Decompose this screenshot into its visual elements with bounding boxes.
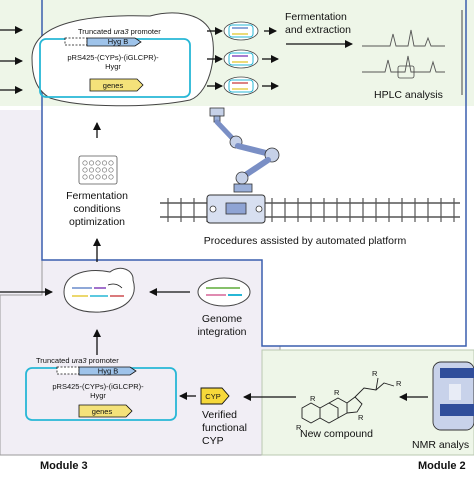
m3-promoter-label: Truncated ura3 promoter — [36, 356, 119, 365]
hplc-chromatograms — [362, 29, 445, 79]
genome-integration-line1: Genome — [202, 313, 242, 325]
engineered-strain-2 — [223, 49, 259, 69]
r-group-label: R — [358, 413, 364, 422]
m3-hyg-label: Hyg B — [98, 367, 118, 376]
r-group-label: R — [396, 379, 402, 388]
m3-promoter-element — [56, 366, 80, 375]
m3-hyg-gene — [78, 366, 137, 376]
nmr-magnet-icon — [432, 361, 474, 431]
plate-well — [89, 167, 95, 173]
structure-r-groups: R R R R R R — [296, 369, 402, 432]
r-group-label: R — [296, 423, 302, 432]
plate-well — [102, 160, 108, 166]
m3-plasmid: Hyg B pRS425-(CYPs)-(iGLCPR)- Hygr genes — [25, 366, 177, 421]
top-hyg-gene — [86, 37, 142, 47]
hplc-analysis-label: HPLC analysis — [374, 89, 443, 101]
top-yeast-cell: Truncated ura3 promoter Hyg B pRS425-(CY… — [31, 12, 214, 107]
top-promoter-label: Truncated ura3 promoter — [78, 27, 161, 36]
fermentation-optimization-line3: optimization — [69, 216, 125, 228]
integrated-yeast-cell — [63, 267, 135, 313]
r-group-label: R — [310, 394, 316, 403]
module2-label: Module 2 — [418, 460, 466, 472]
r-group-label: R — [372, 369, 378, 378]
fermentation-step-line1: Fermentation — [285, 11, 347, 23]
cyp-label: CYP — [205, 392, 220, 401]
verified-cyp-line2: functional — [202, 422, 247, 434]
plate-well — [108, 174, 114, 180]
cart-screen — [225, 202, 247, 215]
m3-plasmid-name-line1: pRS425-(CYPs)-(iGLCPR)- — [52, 382, 144, 391]
plate-well — [89, 174, 95, 180]
verified-cyp-line1: Verified — [202, 409, 237, 421]
plate-well — [95, 174, 101, 180]
top-plasmid-name-line1: pRS425-(CYPs)-(iGLCPR)- — [67, 53, 159, 62]
cart-wheel-right — [255, 205, 263, 213]
plate-well — [95, 167, 101, 173]
engineered-strain-1 — [223, 21, 259, 41]
new-compound-structure — [301, 377, 395, 424]
new-compound-label: New compound — [300, 428, 373, 440]
plate-well — [108, 160, 114, 166]
m3-genes-label: genes — [92, 407, 113, 416]
top-promoter-element — [64, 37, 88, 46]
fermentation-step-line2: and extraction — [285, 24, 351, 36]
nmr-analysis-label: NMR analys — [412, 439, 469, 451]
module3-label: Module 3 — [40, 460, 88, 472]
top-genes-element — [89, 78, 144, 92]
module3-left-background — [0, 110, 42, 295]
fermentation-optimization-line2: conditions — [73, 203, 120, 215]
genome-integration-cell — [197, 277, 251, 307]
plate-well — [108, 167, 114, 173]
fermentation-optimization-line1: Fermentation — [66, 190, 128, 202]
m3-plasmid-name-line2: Hygr — [90, 391, 106, 400]
automation-frame — [41, 0, 467, 347]
verified-cyp-line3: CYP — [202, 435, 224, 447]
plate-well — [95, 160, 101, 166]
engineered-strain-3 — [223, 76, 259, 96]
top-hyg-label: Hyg B — [108, 37, 128, 46]
plate-well — [102, 167, 108, 173]
plate-well — [102, 174, 108, 180]
robot-arm-icon — [209, 107, 280, 193]
plate-well — [82, 174, 88, 180]
m3-genes-element — [78, 404, 133, 418]
cyp-gene-block — [200, 387, 230, 405]
genome-integration-line2: integration — [197, 326, 246, 338]
well-grid — [82, 160, 114, 180]
top-plasmid-name-line2: Hygr — [105, 62, 121, 71]
plate-well — [89, 160, 95, 166]
r-group-label: R — [334, 388, 340, 397]
plate-well — [82, 160, 88, 166]
top-genes-label: genes — [103, 81, 124, 90]
cart-wheel-left — [209, 205, 217, 213]
plate-well — [82, 167, 88, 173]
automation-label: Procedures assisted by automated platfor… — [204, 235, 407, 247]
